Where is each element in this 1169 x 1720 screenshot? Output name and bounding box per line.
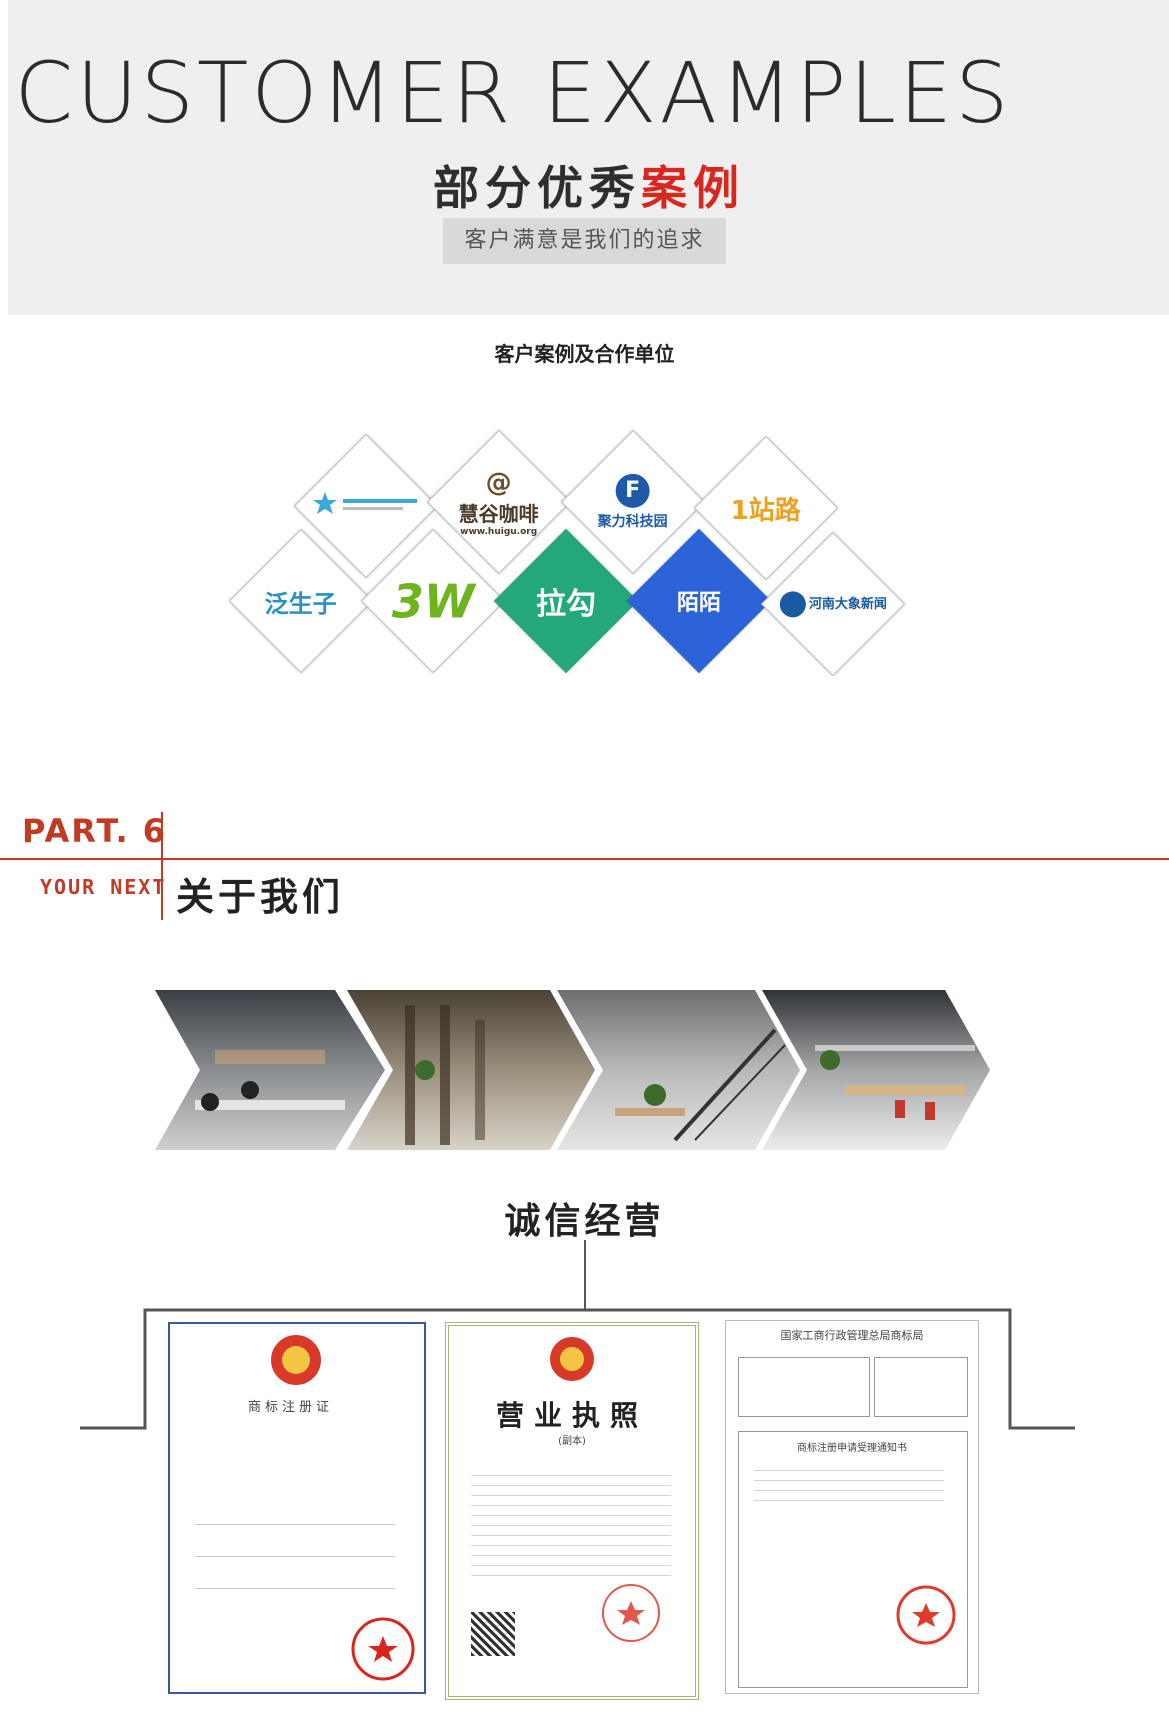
office-photo-2	[347, 990, 595, 1150]
qr-code-icon	[471, 1612, 515, 1656]
official-seal-icon-3	[896, 1585, 956, 1645]
cert1-title: 商标注册证	[248, 1400, 334, 1415]
part-divider-line	[0, 858, 1169, 860]
cert3-sub: 商标注册申请受理通知书	[797, 1443, 907, 1454]
star-logo-icon	[313, 492, 417, 514]
hero-title-en: CUSTOMER EXAMPLES	[14, 44, 1012, 142]
official-seal-icon-2	[602, 1584, 660, 1642]
integrity-title: 诚信经营	[504, 1201, 665, 1242]
logo-fanshengzi-text: 泛生子	[265, 589, 337, 618]
office-photo-1	[155, 990, 385, 1150]
certificate-trademark: 商标注册证	[168, 1322, 426, 1694]
cert2-sub: (副本)	[558, 1436, 586, 1447]
f-logo-icon: F	[616, 473, 650, 508]
hero-banner: CUSTOMER EXAMPLES 部分优秀案例 客户满意是我们的追求	[8, 0, 1169, 315]
national-emblem-icon-2	[550, 1337, 594, 1381]
henan-logo-icon	[779, 591, 806, 618]
cert2-title: 营业执照	[495, 1399, 648, 1432]
coffee-icon: @	[486, 467, 512, 498]
hero-title-cn-red: 案例	[641, 161, 745, 215]
part-vertical-line	[161, 812, 163, 920]
national-emblem-icon	[271, 1335, 321, 1385]
cases-title: 客户案例及合作单位	[494, 342, 675, 366]
cert3-title: 国家工商行政管理总局商标局	[780, 1329, 924, 1342]
logo-lagou-text: 拉勾	[536, 587, 596, 622]
office-photo-4	[762, 990, 990, 1150]
office-photo-3	[557, 990, 800, 1150]
hero-title-cn: 部分优秀案例	[8, 152, 1169, 218]
part-number: PART. 6	[22, 812, 168, 850]
certificate-trademark-notice: 国家工商行政管理总局商标局 商标注册申请受理通知书	[725, 1320, 979, 1694]
part-title: 关于我们	[176, 875, 345, 919]
partner-logos: @ 慧谷咖啡 www.huigu.org F 聚力科技园 1站路 泛生子 3W …	[228, 429, 990, 715]
logo-1	[293, 433, 439, 579]
logo-juyou-text: 聚力科技园	[598, 513, 668, 530]
official-seal-icon	[351, 1617, 415, 1681]
logo-momo-text: 陌陌	[676, 590, 722, 616]
certificate-business-license: 营业执照 (副本)	[445, 1322, 699, 1700]
logo-henan-text: 河南大象新闻	[808, 596, 887, 612]
logo-yizhanlu-text: 1站路	[730, 495, 802, 526]
logo-3w-text: 3W	[391, 574, 475, 628]
logo-huigu-sub: www.huigu.org	[460, 526, 538, 537]
part-your-next: YOUR NEXT	[40, 875, 167, 899]
office-photo-strip	[155, 990, 990, 1150]
logo-huigu-text: 慧谷咖啡	[459, 501, 539, 526]
hero-subtitle: 客户满意是我们的追求	[443, 218, 726, 264]
certificate-connector-lines	[80, 1240, 1075, 1430]
hero-title-cn-dark: 部分优秀	[433, 161, 641, 215]
